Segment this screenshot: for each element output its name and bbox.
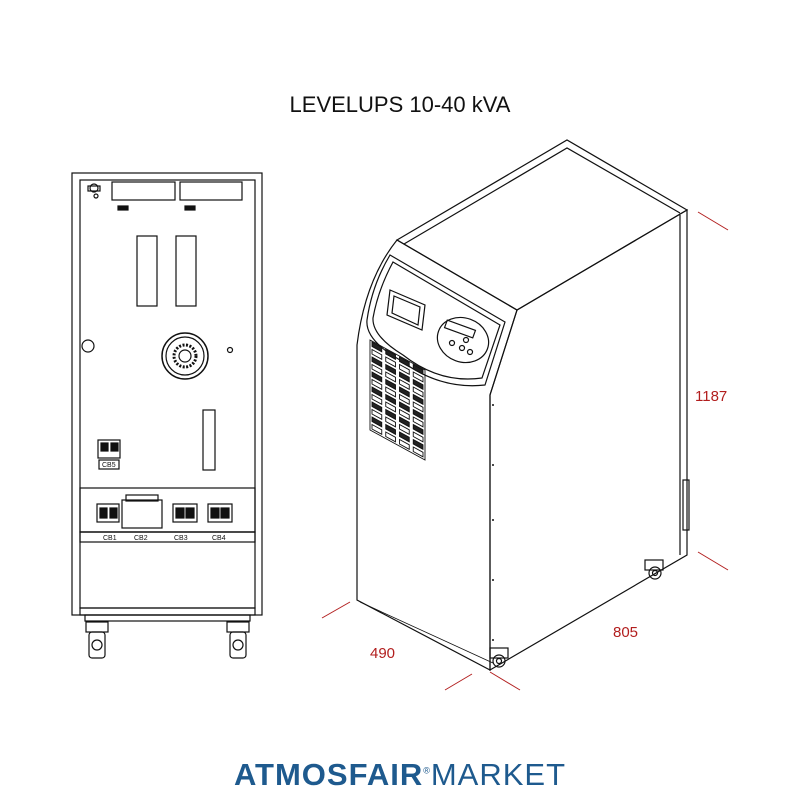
vent-louver (399, 356, 410, 368)
vent-louver (385, 386, 396, 398)
vent-louver (412, 416, 424, 428)
vent-louver (371, 363, 383, 376)
keypad (436, 316, 490, 364)
vent-louver (399, 393, 410, 406)
vent-louver (399, 431, 410, 443)
height-dimension: 1187 (695, 388, 727, 405)
vent-louver (385, 378, 396, 391)
vent-louver (385, 393, 396, 406)
terminal-block (121, 499, 163, 529)
vent-slot-left (136, 235, 158, 307)
cb5-label: CB5 (102, 462, 116, 469)
vent-louver (371, 423, 383, 436)
vent-louver (385, 408, 396, 421)
vent-louver (371, 371, 383, 383)
isometric-view (356, 139, 690, 672)
brand-logo: ATMOSFAIR®MARKET (0, 757, 800, 793)
vent-louver (371, 386, 383, 398)
vent-louvers (371, 341, 424, 458)
rear-lock (81, 339, 95, 353)
caster-left (85, 621, 109, 659)
brand-part-2: MARKET (430, 757, 567, 792)
lcd-display (386, 289, 426, 331)
vent-slot-right (175, 235, 197, 307)
page-title: LEVELUPS 10-40 kVA (289, 92, 511, 117)
vent-louver (385, 431, 396, 443)
vent-louver (371, 378, 383, 391)
rear-panel-outline (71, 172, 263, 616)
front-vent-grid (369, 339, 426, 461)
side-screws (492, 404, 494, 641)
vent-louver (412, 423, 424, 436)
vent-louver (399, 438, 410, 451)
vent-louver (412, 371, 424, 383)
cb1-label: CB1 (103, 535, 117, 542)
vent-louver (412, 408, 424, 421)
vent-louver (385, 348, 396, 361)
dimension-lines (321, 211, 729, 691)
vent-louver (412, 363, 424, 376)
vent-louver (371, 393, 383, 406)
vent-louver (385, 356, 396, 368)
vent-louver (412, 378, 424, 391)
vent-louver (371, 356, 383, 368)
rear-fan (161, 332, 209, 380)
vent-louver (371, 348, 383, 361)
vent-louver (399, 408, 410, 421)
vent-louver (385, 401, 396, 413)
vent-louver (412, 386, 424, 398)
vent-louver (385, 371, 396, 383)
vent-louver (412, 393, 424, 406)
brand-part-1: ATMOSFAIR (233, 757, 424, 792)
top-slot-right (179, 181, 243, 201)
vent-louver (399, 401, 410, 413)
front-face (356, 239, 518, 671)
vent-louver (412, 438, 424, 451)
width-dimension: 490 (370, 645, 395, 662)
cb3-label: CB3 (174, 535, 188, 542)
breaker-cb4 (207, 503, 233, 523)
cb4-label: CB4 (212, 535, 226, 542)
vent-louver (399, 371, 410, 383)
vent-louver (399, 378, 410, 391)
vent-louver (412, 401, 424, 413)
caster-right (226, 621, 250, 659)
iso-caster-front (489, 647, 509, 668)
vent-louver (371, 408, 383, 421)
breaker-cb1 (96, 503, 120, 523)
rear-slot (202, 409, 216, 471)
vent-louver (399, 423, 410, 436)
vent-louver (385, 416, 396, 428)
vent-louver (412, 446, 424, 458)
cb2-label: CB2 (134, 535, 148, 542)
iso-caster-rear (644, 559, 664, 580)
depth-dimension: 805 (613, 624, 638, 641)
breaker-cb5: CB5 (97, 439, 121, 470)
vent-louver (399, 416, 410, 428)
vent-louver (399, 363, 410, 376)
vent-louver (371, 341, 383, 353)
vent-louver (412, 431, 424, 443)
top-slot-left (111, 181, 176, 201)
vent-louver (371, 401, 383, 413)
rear-panel-inner (79, 179, 256, 609)
vent-louver (385, 423, 396, 436)
rear-view: CB5 (71, 172, 263, 659)
vent-louver (371, 416, 383, 428)
vent-louver (385, 363, 396, 376)
breaker-cb3 (172, 503, 198, 523)
vent-louver (399, 386, 410, 398)
brand-registered: ® (423, 765, 431, 776)
right-side-face (489, 208, 688, 672)
